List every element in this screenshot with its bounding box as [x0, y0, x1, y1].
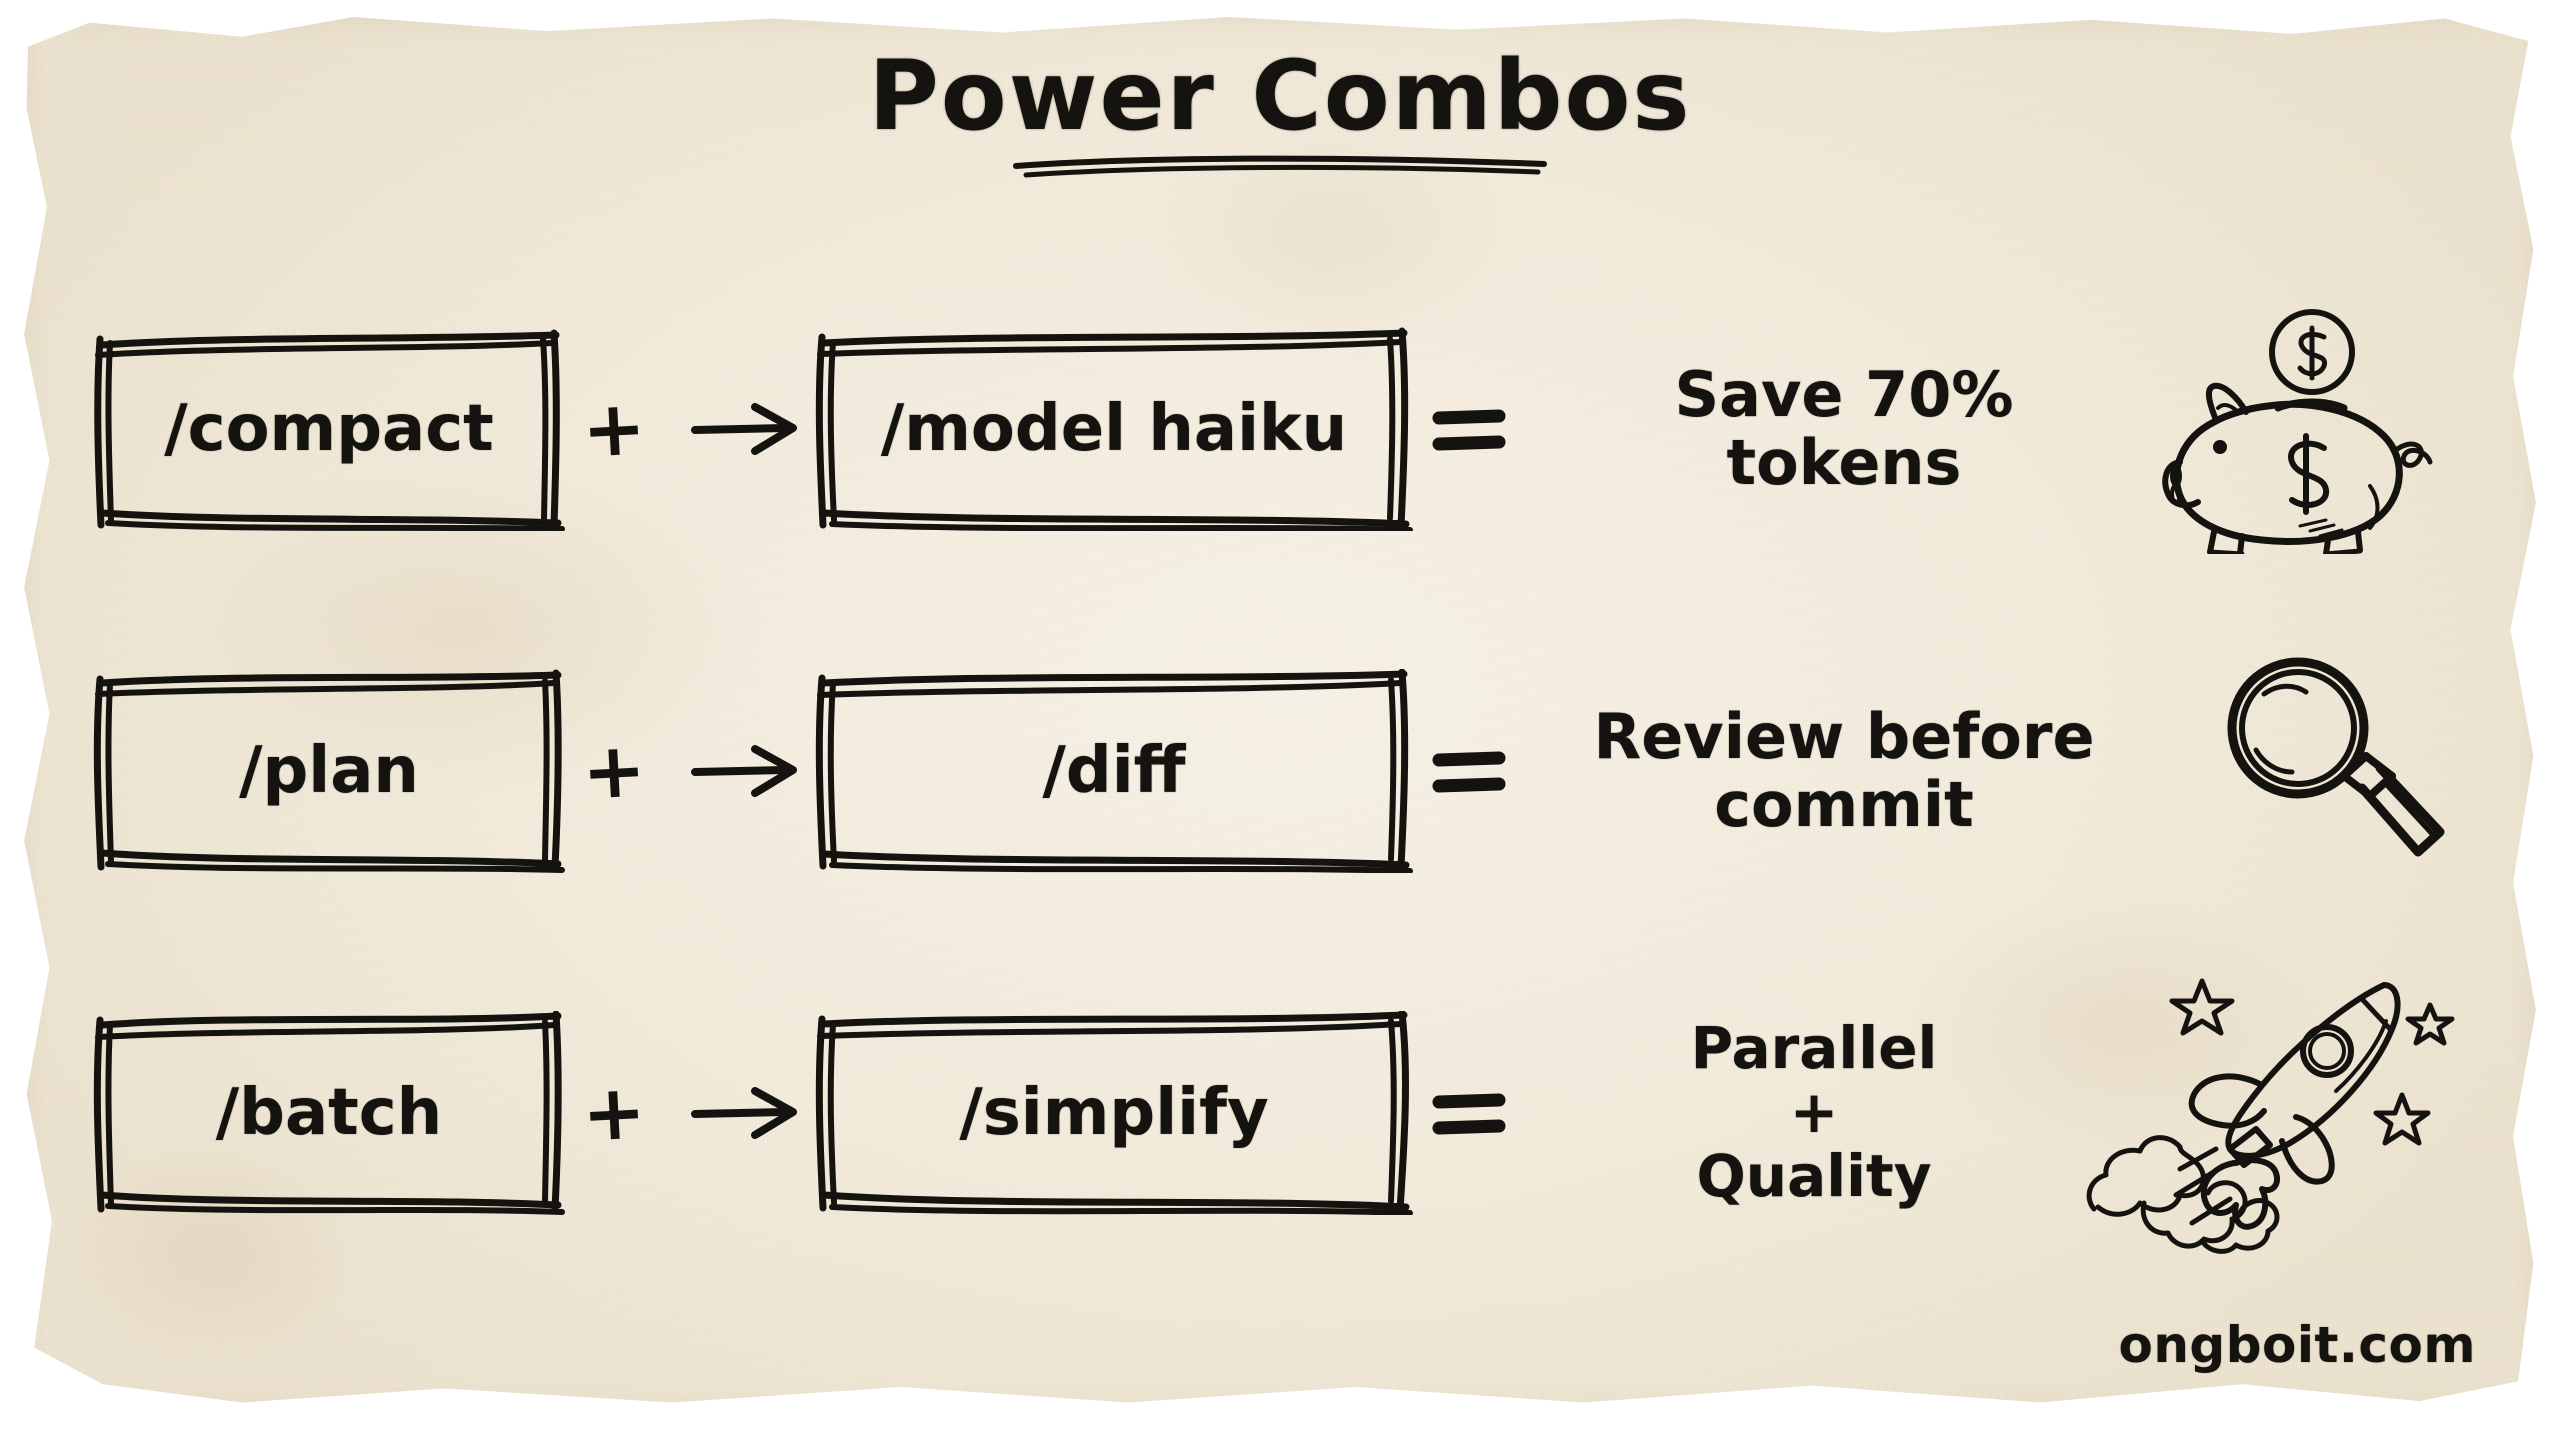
combo-result-text: Review before commit [1593, 699, 2095, 841]
plus-operator: + [579, 1066, 649, 1159]
paper-sheet: Power Combos /compact [24, 17, 2536, 1403]
command-label: /simplify [959, 1076, 1269, 1150]
command-box-diff[interactable]: /diff [815, 669, 1413, 873]
command-box-model-haiku[interactable]: /model haiku [815, 327, 1413, 531]
title-underline-icon [1013, 155, 1547, 178]
arrow-right-icon [674, 1083, 824, 1143]
content-layer: Power Combos /compact [24, 17, 2536, 1402]
command-box-plan[interactable]: /plan [93, 669, 565, 873]
footer-wordmark: ongboit.com [2118, 1316, 2476, 1374]
equals-icon [1404, 1078, 1534, 1148]
combo-row: /plan + / [93, 646, 2464, 896]
command-label: /batch [215, 1076, 443, 1150]
equals-icon [1404, 736, 1534, 806]
command-label: /model haiku [880, 392, 1348, 466]
rocket-icon [2084, 963, 2484, 1263]
page-title: Power Combos [868, 40, 1692, 152]
combo-result-text: Save 70% tokens [1674, 357, 2014, 499]
equals-icon [1404, 394, 1534, 464]
arrow-right-icon [674, 741, 824, 801]
plus-operator: + [579, 382, 649, 475]
command-label: /diff [1042, 734, 1186, 808]
command-box-simplify[interactable]: /simplify [815, 1011, 1413, 1215]
command-label: /compact [164, 392, 494, 466]
arrow-right-icon [674, 399, 824, 459]
piggy-bank-icon [2158, 304, 2488, 554]
combo-result-text: Parallel + Quality [1690, 1014, 1938, 1210]
combo-row: /batch + [93, 978, 2464, 1254]
combo-row: /compact + [94, 304, 2464, 554]
command-box-batch[interactable]: /batch [93, 1011, 565, 1215]
command-label: /plan [239, 734, 419, 808]
plus-operator: + [579, 724, 649, 817]
command-box-compact[interactable]: /compact [94, 329, 565, 531]
magnifying-glass-icon [2194, 646, 2464, 896]
title-block: Power Combos [24, 40, 2536, 183]
